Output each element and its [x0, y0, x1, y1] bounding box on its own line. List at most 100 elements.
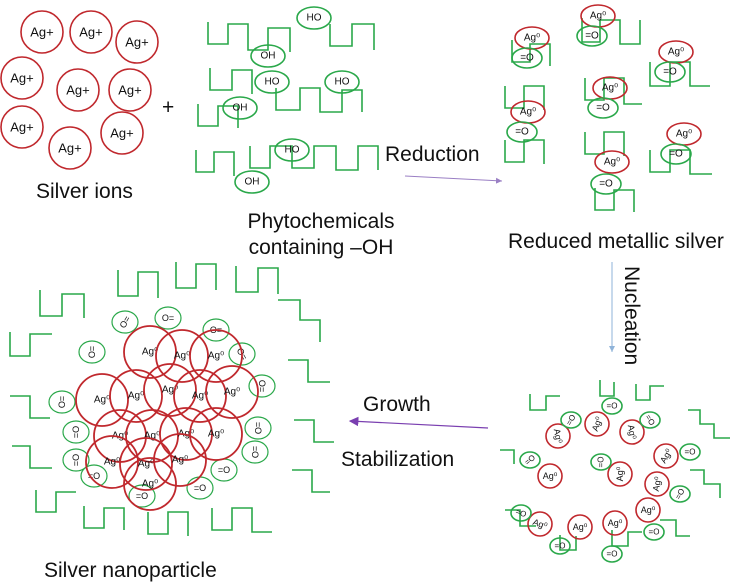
nuclei-oxo-5-outline [519, 451, 541, 469]
nano-chain-12 [35, 490, 76, 513]
nano-ligand-7: O= [48, 390, 76, 414]
nano-ag0-1-outline [123, 325, 177, 379]
nano-ag0-7-outline [173, 369, 227, 423]
reduced-ag0-3: Ag⁰ [658, 40, 694, 64]
nano-ag0-8-text: Ag⁰ [224, 387, 240, 398]
nuclei-oxo-10-outline [643, 523, 665, 541]
silver-ion-3-text: Ag+ [125, 35, 149, 50]
phyto-chain-7 [249, 145, 379, 171]
nano-ligand-4: O= [78, 340, 106, 364]
nano-chain-13 [83, 506, 125, 530]
nano-ligand-12-outline [80, 464, 108, 488]
nano-ligand-13: =O [210, 458, 238, 482]
label-nucleation: Nucleation [620, 266, 643, 366]
phyto-chain-3 [329, 23, 375, 50]
silver-ion-5: Ag+ [56, 68, 100, 112]
silver-ion-7-text: Ag+ [10, 120, 34, 135]
nano-ag0-13: Ag⁰ [85, 435, 139, 489]
nano-ag0-5: Ag⁰ [109, 369, 163, 423]
nano-ligand-4-outline [78, 340, 106, 364]
nuclei-ag0-6-outline [607, 461, 633, 487]
nuclei-ag0-2-text: Ag⁰ [590, 415, 605, 433]
silver-ion-3: Ag+ [115, 20, 159, 64]
reduced-chain-6 [504, 139, 545, 164]
silver-ions-group: Ag+Ag+Ag+Ag+Ag+Ag+Ag+Ag+Ag+ [0, 10, 159, 170]
silver-ion-2: Ag+ [69, 10, 113, 54]
nano-ligand-3-outline [202, 318, 230, 342]
nano-ag0-9-text: Ag⁰ [112, 431, 128, 442]
nano-ligand-15-text: =O [194, 483, 206, 493]
hydroxyl-2: OH [250, 44, 286, 68]
reduced-oxo-6: =O [660, 143, 692, 165]
nuclei-ag0-10-outline [602, 510, 628, 536]
nano-ag0-4: Ag⁰ [75, 373, 129, 427]
hydroxyl-6-outline [274, 138, 310, 162]
reduction-arrow [404, 175, 503, 184]
nano-ligand-14: =O [128, 484, 156, 508]
silver-ion-4: Ag+ [0, 56, 44, 100]
reduced-ag0-7: Ag⁰ [594, 150, 630, 174]
silver-ion-6: Ag+ [108, 68, 152, 112]
hydroxyl-6-text: HO [285, 145, 300, 156]
nuclei-chain-1 [599, 380, 615, 397]
nuclei-ag0-2-outline [584, 411, 610, 437]
nano-ligand-7-outline [48, 390, 76, 414]
nano-ligand-6-text: O= [257, 380, 267, 392]
nano-ligand-7-text: O= [57, 396, 67, 408]
reduced-ag0-4-text: Ag⁰ [520, 107, 536, 118]
reduced-chain-7 [584, 131, 625, 156]
nano-ag0-7: Ag⁰ [173, 369, 227, 423]
nano-ag0-3-outline [189, 329, 243, 383]
nuclei-oxo-9: =O [549, 537, 571, 555]
nuclei-chain-3 [529, 394, 560, 411]
hydroxyl-2-outline [250, 44, 286, 68]
nano-ag0-5-text: Ag⁰ [128, 391, 144, 402]
nuclei-oxo-1: =O [560, 411, 582, 429]
label-silver-nanoparticle: Silver nanoparticle [44, 559, 217, 582]
nano-chain-2 [175, 262, 217, 290]
hydroxyl-3-text: HO [265, 77, 280, 88]
reduced-oxo-1-text: =O [520, 53, 534, 64]
hydroxyl-4-outline [324, 70, 360, 94]
nano-ag0-2: Ag⁰ [155, 329, 209, 383]
silver-ion-8-outline [48, 126, 92, 170]
phyto-chain-4 [197, 104, 239, 128]
nano-chain-14 [147, 511, 189, 536]
silver-ion-6-outline [108, 68, 152, 112]
nano-ag0-6-text: Ag⁰ [162, 385, 178, 396]
reduced-oxo-3-text: =O [663, 67, 677, 78]
nano-ag0-8-outline [205, 365, 259, 419]
nano-ligand-14-outline [128, 484, 156, 508]
label-silver-ions: Silver ions [36, 180, 133, 203]
nano-ag0-13-text: Ag⁰ [104, 457, 120, 468]
nano-ligand-10-text: =O [71, 454, 81, 466]
nuclei-ag0-1-outline [545, 423, 571, 449]
nano-ligand-2: O= [154, 306, 182, 330]
reduced-oxo-1: =O [511, 47, 543, 69]
nano-ligand-13-text: =O [218, 465, 230, 475]
plus-sign: + [162, 96, 175, 119]
nuclei-ag0-9-text: Ag⁰ [573, 522, 588, 532]
ion-circles: Ag+Ag+Ag+Ag+Ag+Ag+Ag+Ag+Ag+ [0, 10, 159, 170]
silver-ion-8: Ag+ [48, 126, 92, 170]
nano-ag0-14-outline [119, 437, 173, 491]
nano-ligand-8-text: =O [71, 426, 81, 438]
nuclei-ag0-7-outline [644, 471, 670, 497]
reduced-ag0-6: Ag⁰ [666, 122, 702, 146]
nano-chain-6 [9, 332, 52, 357]
nano-ag0-6-outline [143, 363, 197, 417]
nano-ligand-1: O= [111, 310, 139, 334]
nuclei-oxo-3: =O [639, 411, 661, 429]
reduced-oxo-2-text: =O [585, 31, 599, 42]
reduced-ag0-4: Ag⁰ [510, 100, 546, 124]
nano-ag0-5-outline [109, 369, 163, 423]
nuclei-ag0-11-text: Ag⁰ [641, 505, 656, 515]
nuclei-ag0-5-outline [537, 463, 563, 489]
phyto-chain-5 [275, 87, 363, 113]
nuclei-oxo-5: =O [519, 451, 541, 469]
nano-chains [9, 262, 334, 536]
nano-chain-1 [117, 270, 159, 298]
